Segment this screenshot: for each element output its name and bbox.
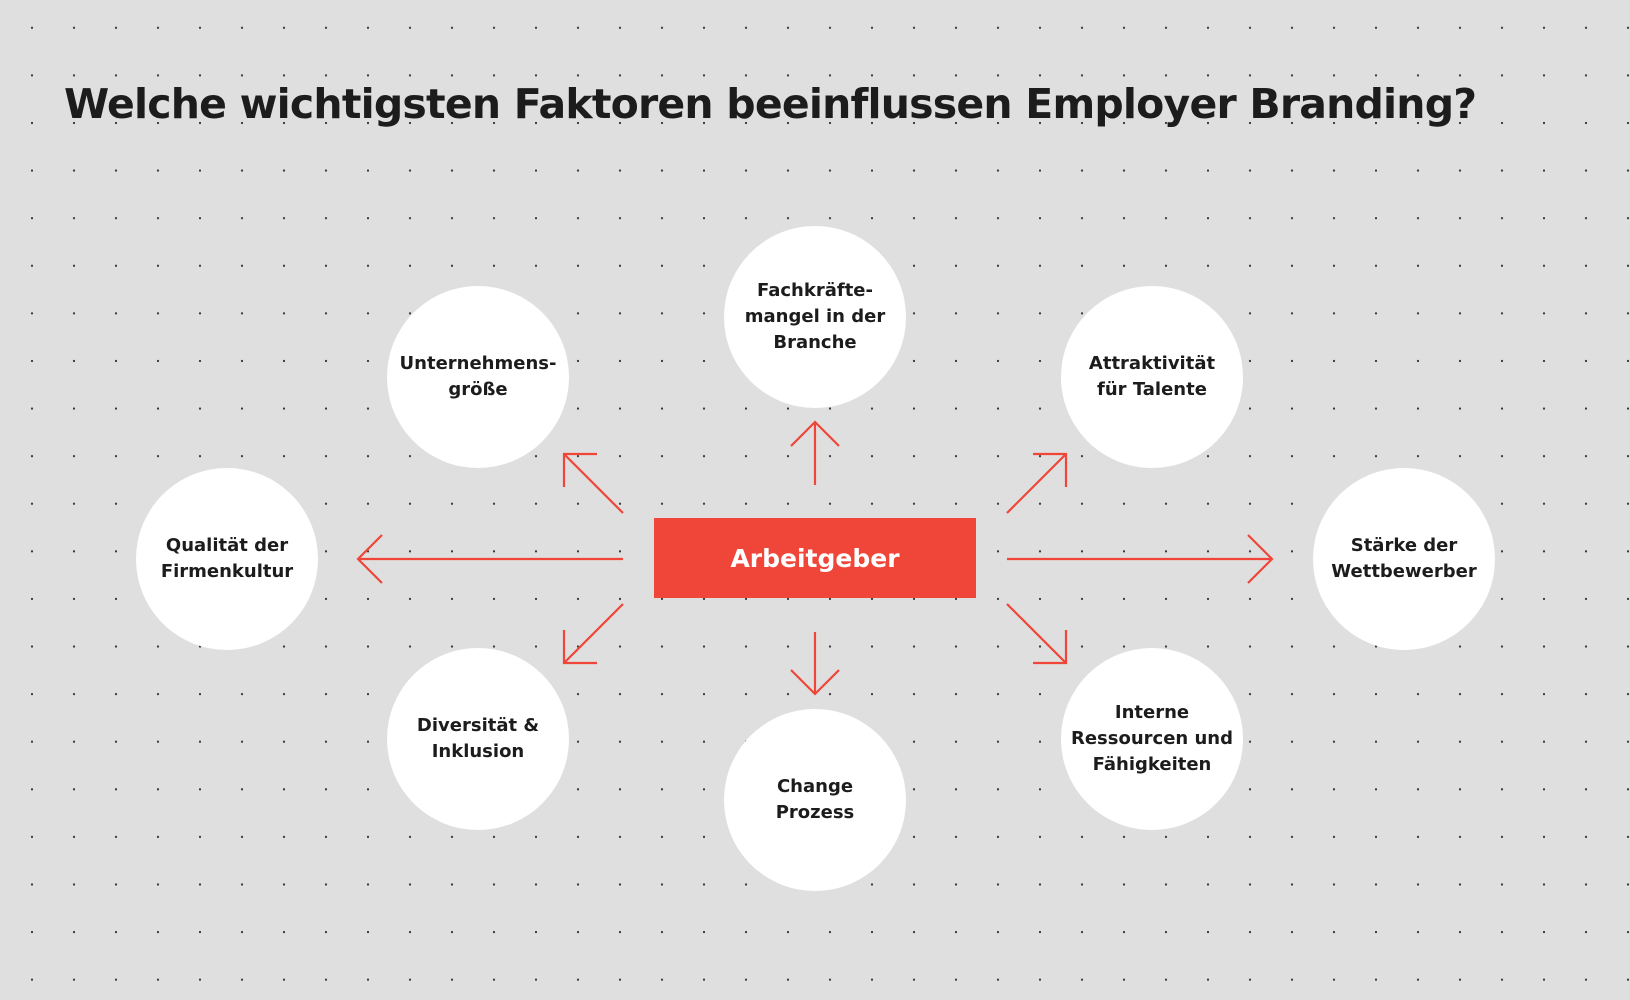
factor-diversity-inclusion: Diversität & Inklusion bbox=[387, 648, 569, 830]
arrow-down bbox=[790, 632, 840, 696]
arrow-down-right bbox=[1006, 603, 1068, 665]
employer-box: Arbeitgeber bbox=[654, 518, 976, 598]
arrow-right bbox=[1007, 534, 1274, 584]
factor-company-culture: Qualität der Firmenkultur bbox=[136, 468, 318, 650]
arrow-up bbox=[790, 420, 840, 485]
factor-change-process: Change Prozess bbox=[724, 709, 906, 891]
factor-talent-attractiveness: Attraktivität für Talente bbox=[1061, 286, 1243, 468]
factor-company-size: Unternehmens- größe bbox=[387, 286, 569, 468]
arrow-left bbox=[356, 534, 623, 584]
arrow-up-left bbox=[562, 452, 624, 514]
factor-internal-resources: Interne Ressourcen und Fähigkeiten bbox=[1061, 648, 1243, 830]
arrow-down-left bbox=[562, 603, 624, 665]
factor-skills-shortage: Fachkräfte- mangel in der Branche bbox=[724, 226, 906, 408]
arrow-up-right bbox=[1006, 452, 1068, 514]
factor-competitor-strength: Stärke der Wettbewerber bbox=[1313, 468, 1495, 650]
page-title: Welche wichtigsten Faktoren beeinflussen… bbox=[64, 80, 1477, 128]
